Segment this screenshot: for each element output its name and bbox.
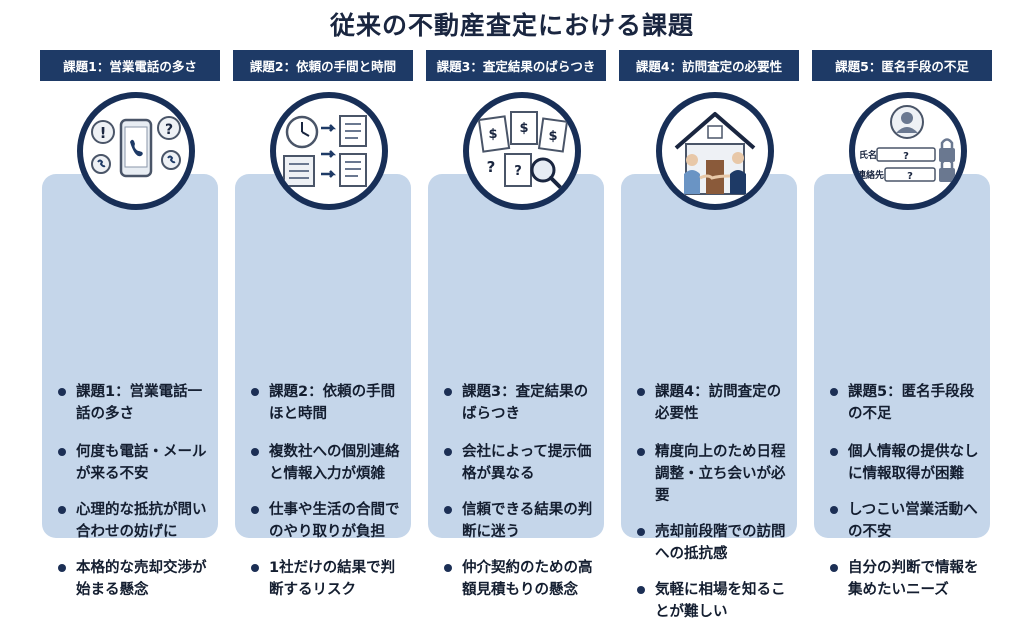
issue-header: 課題2：依頼の手間と時間 bbox=[233, 50, 413, 81]
issue-header: 課題3：査定結果のばらつき bbox=[426, 50, 606, 81]
bullet-item: しつこい営業活動への不安 bbox=[828, 499, 988, 543]
svg-text:?: ? bbox=[487, 158, 496, 176]
bullet-item: 何度も電話・メールが来る不安 bbox=[56, 441, 216, 485]
issue-card: 課題2：依頼の手間ほと時間 複数社への個別連絡と情報入力が煩雑 仕事や生活の合間… bbox=[235, 174, 411, 598]
documents-magnifier-icon: $ $ $ ? ? bbox=[477, 111, 569, 191]
issue-card: 課題1：営業電話一話の多さ 何度も電話・メールが来る不安 心理的な抵抗が問い合わ… bbox=[42, 174, 218, 598]
issue-column-5: 課題5：匿名手段段の不足 個人情報の提供なしに情報取得が困難 しつこい営業活動へ… bbox=[812, 50, 992, 598]
issue-header: 課題5：匿名手段の不足 bbox=[812, 50, 992, 81]
page-title: 従来の不動産査定における課題 bbox=[329, 11, 694, 40]
issue-illustration: 氏名 ? 連絡先 ? bbox=[849, 92, 967, 210]
issue-card: 課題5：匿名手段段の不足 個人情報の提供なしに情報取得が困難 しつこい営業活動へ… bbox=[814, 174, 990, 598]
issue-bullet-list: 課題1：営業電話一話の多さ 何度も電話・メールが来る不安 心理的な抵抗が問い合わ… bbox=[56, 381, 216, 615]
svg-text:?: ? bbox=[165, 122, 173, 138]
bullet-item: 仕事や生活の合間でのやり取りが負担 bbox=[249, 499, 409, 543]
issue-bullet-list: 課題2：依頼の手間ほと時間 複数社への個別連絡と情報入力が煩雑 仕事や生活の合間… bbox=[249, 381, 409, 615]
issue-column-4: 課題4：訪問査定の必要性 精度向上のため日程調整・立ち会いが必要 売却前段階での… bbox=[619, 50, 799, 620]
issue-illustration: ! ? bbox=[77, 92, 195, 210]
issue-header: 課題4：訪問査定の必要性 bbox=[619, 50, 799, 81]
bullet-item: 課題1：営業電話一話の多さ bbox=[56, 381, 216, 425]
phone-calls-icon: ! ? bbox=[91, 116, 181, 178]
issue-column-1: 課題1：営業電話一話の多さ 何度も電話・メールが来る不安 心理的な抵抗が問い合わ… bbox=[40, 50, 220, 598]
bullet-item: 精度向上のため日程調整・立ち会いが必要 bbox=[635, 441, 795, 507]
bullet-item: 売却前段階での訪問への抵抗感 bbox=[635, 521, 795, 565]
issue-bullet-list: 課題4：訪問査定の必要性 精度向上のため日程調整・立ち会いが必要 売却前段階での… bbox=[635, 381, 795, 637]
svg-text:?: ? bbox=[903, 151, 909, 162]
bullet-item: 複数社への個別連絡と情報入力が煩雑 bbox=[249, 441, 409, 485]
issue-card: 課題3：査定結果の ばらつき 会社によって提示価格が異なる 信頼できる結果の判断… bbox=[428, 174, 604, 598]
bullet-item: 課題4：訪問査定の必要性 bbox=[635, 381, 795, 425]
anonymous-form-icon: 氏名 ? 連絡先 ? bbox=[857, 105, 955, 182]
issue-column-2: 課題2：依頼の手間ほと時間 複数社への個別連絡と情報入力が煩雑 仕事や生活の合間… bbox=[233, 50, 413, 598]
issue-bullet-list: 課題5：匿名手段段の不足 個人情報の提供なしに情報取得が困難 しつこい営業活動へ… bbox=[828, 381, 988, 615]
bullet-item: 仲介契約のための高額見積もりの懸念 bbox=[442, 557, 602, 601]
bullet-item: 心理的な抵抗が問い合わせの妨げに bbox=[56, 499, 216, 543]
house-visit-icon bbox=[674, 112, 756, 195]
bullet-item: 1社だけの結果で判断するリスク bbox=[249, 557, 409, 601]
bullet-item: 個人情報の提供なしに情報取得が困難 bbox=[828, 441, 988, 485]
bullet-item: 課題5：匿名手段段の不足 bbox=[828, 381, 988, 425]
bullet-item: 課題3：査定結果の ばらつき bbox=[442, 381, 602, 425]
issue-bullet-list: 課題3：査定結果の ばらつき 会社によって提示価格が異なる 信頼できる結果の判断… bbox=[442, 381, 602, 615]
svg-text:$: $ bbox=[548, 129, 557, 144]
bullet-item: 自分の判断で情報を集めたいニーズ bbox=[828, 557, 988, 601]
svg-text:$: $ bbox=[488, 127, 497, 142]
bullet-item: 本格的な売却交渉が始まる懸念 bbox=[56, 557, 216, 601]
issue-column-3: 課題3：査定結果の ばらつき 会社によって提示価格が異なる 信頼できる結果の判断… bbox=[426, 50, 606, 598]
issue-illustration bbox=[656, 92, 774, 210]
contact-field-label: 連絡先 bbox=[857, 169, 884, 181]
svg-text:?: ? bbox=[514, 164, 522, 179]
issue-header: 課題1：営業電話の多さ bbox=[40, 50, 220, 81]
name-field-label: 氏名 bbox=[859, 149, 877, 161]
issue-card: 課題4：訪問査定の必要性 精度向上のため日程調整・立ち会いが必要 売却前段階での… bbox=[621, 174, 797, 620]
svg-text:!: ! bbox=[100, 124, 107, 142]
svg-text:?: ? bbox=[907, 171, 913, 182]
issue-illustration: $ $ $ ? ? bbox=[463, 92, 581, 210]
bullet-item: 信頼できる結果の判断に迷う bbox=[442, 499, 602, 543]
bullet-item: 気軽に相場を知ることが難しい bbox=[635, 579, 795, 623]
clock-forms-icon bbox=[283, 115, 367, 187]
svg-text:$: $ bbox=[519, 121, 528, 136]
bullet-item: 課題2：依頼の手間ほと時間 bbox=[249, 381, 409, 425]
bullet-item: 会社によって提示価格が異なる bbox=[442, 441, 602, 485]
issue-illustration bbox=[270, 92, 388, 210]
